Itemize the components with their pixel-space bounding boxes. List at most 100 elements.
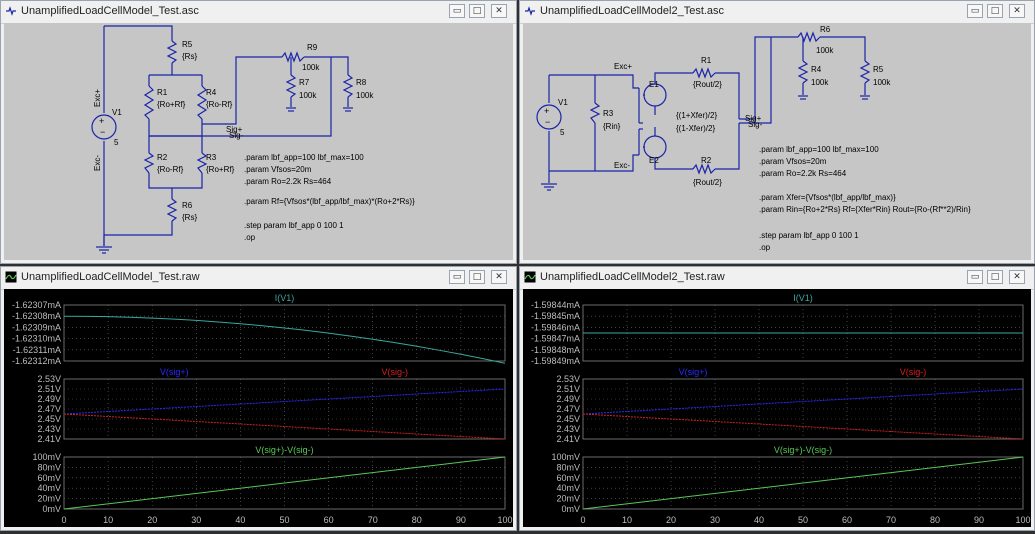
trace-sig-plus xyxy=(63,388,506,415)
maximize-button[interactable]: □ xyxy=(469,270,485,284)
trace-label-current: I(V1) xyxy=(275,293,295,303)
label-exc-minus: Exc- xyxy=(93,155,102,171)
directive-line: .param Xfer={Vfsos*(lbf_app/lbf_max)} xyxy=(759,193,896,202)
y-tick-label: -1.59848mA xyxy=(531,345,580,355)
title-bar[interactable]: UnamplifiedLoadCellModel2_Test.raw ▭ □ ✕ xyxy=(520,267,1034,290)
value-r6: {Rs} xyxy=(182,213,197,222)
y-tick-label: 20mV xyxy=(37,494,61,504)
x-tick-label: 70 xyxy=(886,515,896,525)
schematic-drawing: + − R5 {Rs} R1 {Ro+Rf} R4 {Ro-Rf} R2 {Ro… xyxy=(91,25,415,254)
y-tick-label: 2.41V xyxy=(37,434,61,444)
label-r1: R1 xyxy=(157,88,168,97)
y-tick-label: 2.41V xyxy=(556,434,580,444)
y-tick-label: 80mV xyxy=(556,462,580,472)
label-r6: R6 xyxy=(182,201,193,210)
label-r9: R9 xyxy=(307,43,318,52)
label-r5: R5 xyxy=(182,40,193,49)
y-tick-label: -1.62308mA xyxy=(12,311,61,321)
schematic-window-2[interactable]: UnamplifiedLoadCellModel2_Test.asc ▭ □ ✕ xyxy=(519,0,1035,264)
label-r6: R6 xyxy=(820,25,831,34)
label-r4: R4 xyxy=(811,65,822,74)
y-tick-label: -1.62310mA xyxy=(12,334,61,344)
trace-label-diff: V(sig+)-V(sig-) xyxy=(774,445,832,455)
resistors xyxy=(143,40,354,222)
y-tick-label: -1.59844mA xyxy=(531,300,580,310)
label-exc-plus: Exc+ xyxy=(614,62,632,71)
y-tick-label: 2.43V xyxy=(556,424,580,434)
trace-label-sig-minus: V(sig-) xyxy=(900,367,927,377)
label-v1: V1 xyxy=(112,108,122,117)
waveform-plot: -1.62307mA-1.62308mA-1.62309mA-1.62310mA… xyxy=(12,293,513,525)
waveform-canvas[interactable]: -1.62307mA-1.62308mA-1.62309mA-1.62310mA… xyxy=(4,289,513,527)
y-tick-label: 40mV xyxy=(556,483,580,493)
close-button[interactable]: ✕ xyxy=(491,4,507,18)
value-r8: 100k xyxy=(356,91,374,100)
y-tick-label: 2.51V xyxy=(556,384,580,394)
value-e2: {(1-Xfer)/2} xyxy=(676,124,715,133)
value-r2: {Ro-Rf} xyxy=(157,165,184,174)
directive-line: .param Vfsos=20m xyxy=(759,157,827,166)
label-v1: V1 xyxy=(558,98,568,107)
label-r5: R5 xyxy=(873,65,884,74)
y-tick-label: 80mV xyxy=(37,462,61,472)
spice-directives-2: .param lbf_app=100 lbf_max=100 .param Vf… xyxy=(759,145,971,252)
window-title: UnamplifiedLoadCellModel2_Test.asc xyxy=(540,5,725,17)
close-button[interactable]: ✕ xyxy=(1009,270,1025,284)
y-tick-label: 2.49V xyxy=(556,394,580,404)
value-r1: {Rout/2} xyxy=(693,80,722,89)
schematic-canvas[interactable]: + − R5 {Rs} R1 {Ro+Rf} R4 {Ro-Rf} R2 {Ro… xyxy=(4,23,513,260)
value-r5: 100k xyxy=(873,78,891,87)
title-bar[interactable]: UnamplifiedLoadCellModel2_Test.asc ▭ □ ✕ xyxy=(520,1,1034,24)
value-r3: {Ro+Rf} xyxy=(206,165,235,174)
directive-line: .param lbf_app=100 lbf_max=100 xyxy=(759,145,879,154)
schematic-window-1[interactable]: UnamplifiedLoadCellModel_Test.asc ▭ □ ✕ xyxy=(0,0,517,264)
trace-diff xyxy=(582,456,1024,510)
x-tick-label: 40 xyxy=(235,515,245,525)
x-tick-label: 20 xyxy=(147,515,157,525)
trace-current xyxy=(63,315,506,364)
label-exc-plus: Exc+ xyxy=(93,89,102,107)
trace-label-sig-plus: V(sig+) xyxy=(679,367,708,377)
title-bar[interactable]: UnamplifiedLoadCellModel_Test.raw ▭ □ ✕ xyxy=(1,267,516,290)
title-bar[interactable]: UnamplifiedLoadCellModel_Test.asc ▭ □ ✕ xyxy=(1,1,516,24)
waveform-window-1[interactable]: UnamplifiedLoadCellModel_Test.raw ▭ □ ✕ … xyxy=(0,266,517,531)
schematic-canvas[interactable]: + − R1 {Rout/2} R2 {Rout/2} R3 {Rin} R4 … xyxy=(523,23,1031,260)
svg-text:−: − xyxy=(100,127,105,137)
minimize-button[interactable]: ▭ xyxy=(449,270,465,284)
schematic-icon xyxy=(6,6,16,16)
window-title: UnamplifiedLoadCellModel2_Test.raw xyxy=(540,271,725,283)
directive-line: .param Rin={Ro+2*Rs} Rf={Xfer*Rin} Rout=… xyxy=(759,205,971,214)
x-tick-label: 40 xyxy=(754,515,764,525)
trace-sig-plus xyxy=(582,388,1024,415)
maximize-button[interactable]: □ xyxy=(987,270,1003,284)
trace-label-sig-plus: V(sig+) xyxy=(160,367,189,377)
maximize-button[interactable]: □ xyxy=(469,4,485,18)
minimize-button[interactable]: ▭ xyxy=(967,270,983,284)
maximize-button[interactable]: □ xyxy=(987,4,1003,18)
waveform-plot: -1.59844mA-1.59845mA-1.59846mA-1.59847mA… xyxy=(531,293,1031,525)
minimize-button[interactable]: ▭ xyxy=(967,4,983,18)
y-tick-label: -1.59846mA xyxy=(531,322,580,332)
x-tick-label: 90 xyxy=(974,515,984,525)
directive-line: .param Vfsos=20m xyxy=(244,165,312,174)
y-tick-label: -1.59847mA xyxy=(531,334,580,344)
x-tick-label: 50 xyxy=(798,515,808,525)
y-tick-label: -1.62309mA xyxy=(12,322,61,332)
waveform-canvas[interactable]: -1.59844mA-1.59845mA-1.59846mA-1.59847mA… xyxy=(523,289,1031,527)
label-r1: R1 xyxy=(701,56,712,65)
close-button[interactable]: ✕ xyxy=(1009,4,1025,18)
label-r3: R3 xyxy=(603,109,614,118)
y-tick-label: 2.51V xyxy=(37,384,61,394)
y-tick-label: 2.53V xyxy=(37,374,61,384)
value-r4: 100k xyxy=(811,78,829,87)
label-r8: R8 xyxy=(356,78,367,87)
y-tick-label: 0mV xyxy=(561,504,580,514)
trace-sig-minus xyxy=(63,413,506,440)
close-button[interactable]: ✕ xyxy=(491,270,507,284)
window-title: UnamplifiedLoadCellModel_Test.raw xyxy=(21,271,200,283)
minimize-button[interactable]: ▭ xyxy=(449,4,465,18)
x-tick-label: 10 xyxy=(103,515,113,525)
waveform-window-2[interactable]: UnamplifiedLoadCellModel2_Test.raw ▭ □ ✕… xyxy=(519,266,1035,531)
x-tick-label: 60 xyxy=(842,515,852,525)
value-r9: 100k xyxy=(302,63,320,72)
